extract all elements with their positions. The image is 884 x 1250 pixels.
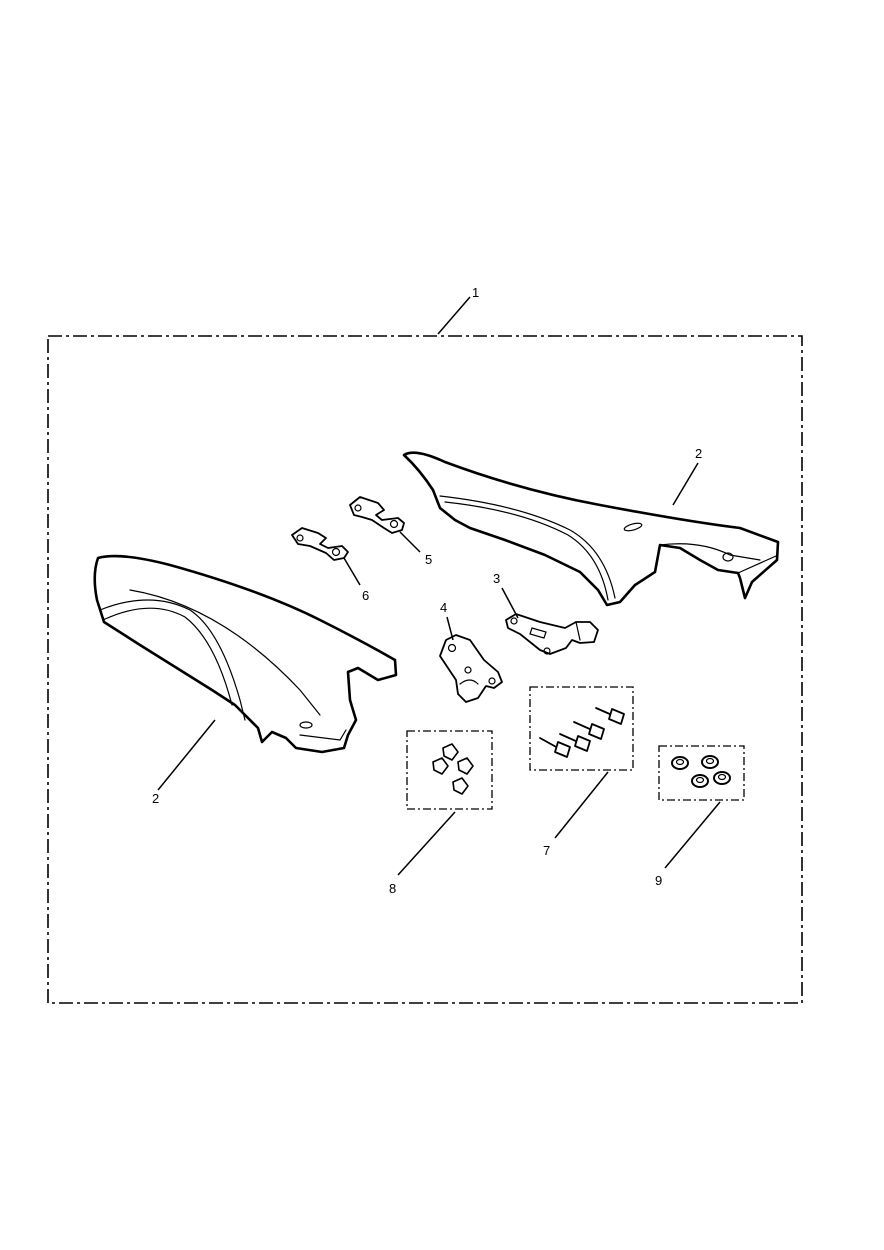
side-panel-left xyxy=(93,554,398,754)
screws-box xyxy=(529,686,634,771)
grommet xyxy=(671,756,689,770)
label-3: 3 xyxy=(493,571,500,586)
grommet xyxy=(701,755,719,769)
label-2-left: 2 xyxy=(152,791,159,806)
clip xyxy=(452,777,469,795)
leader-2-right xyxy=(672,462,699,506)
bracket-4 xyxy=(439,634,503,703)
leader-7 xyxy=(554,771,609,839)
leader-5 xyxy=(399,531,421,553)
screw xyxy=(573,721,605,740)
clip xyxy=(457,757,474,775)
label-6: 6 xyxy=(362,588,369,603)
kit-boundary xyxy=(47,335,803,1004)
screw xyxy=(595,707,625,725)
leader-4 xyxy=(446,616,454,641)
leader-9 xyxy=(664,801,721,869)
grommet xyxy=(691,774,709,788)
label-1: 1 xyxy=(472,285,479,300)
grommets-box xyxy=(658,745,745,801)
label-8: 8 xyxy=(389,881,396,896)
grommet xyxy=(713,771,731,785)
label-2-right: 2 xyxy=(695,446,702,461)
leader-1 xyxy=(437,296,471,335)
clip xyxy=(442,743,459,761)
leader-3 xyxy=(501,587,519,619)
clips-box xyxy=(406,730,493,810)
bracket-5 xyxy=(349,496,405,534)
side-panel-right xyxy=(402,451,780,607)
leader-6 xyxy=(343,557,361,586)
leader-2-left xyxy=(157,719,216,791)
bracket-3 xyxy=(505,613,599,655)
label-4: 4 xyxy=(440,600,447,615)
clip xyxy=(432,757,449,775)
screw xyxy=(559,733,591,752)
label-9: 9 xyxy=(655,873,662,888)
leader-8 xyxy=(397,811,456,876)
label-5: 5 xyxy=(425,552,432,567)
bracket-6 xyxy=(291,527,349,561)
screw xyxy=(539,737,571,758)
label-7: 7 xyxy=(543,843,550,858)
